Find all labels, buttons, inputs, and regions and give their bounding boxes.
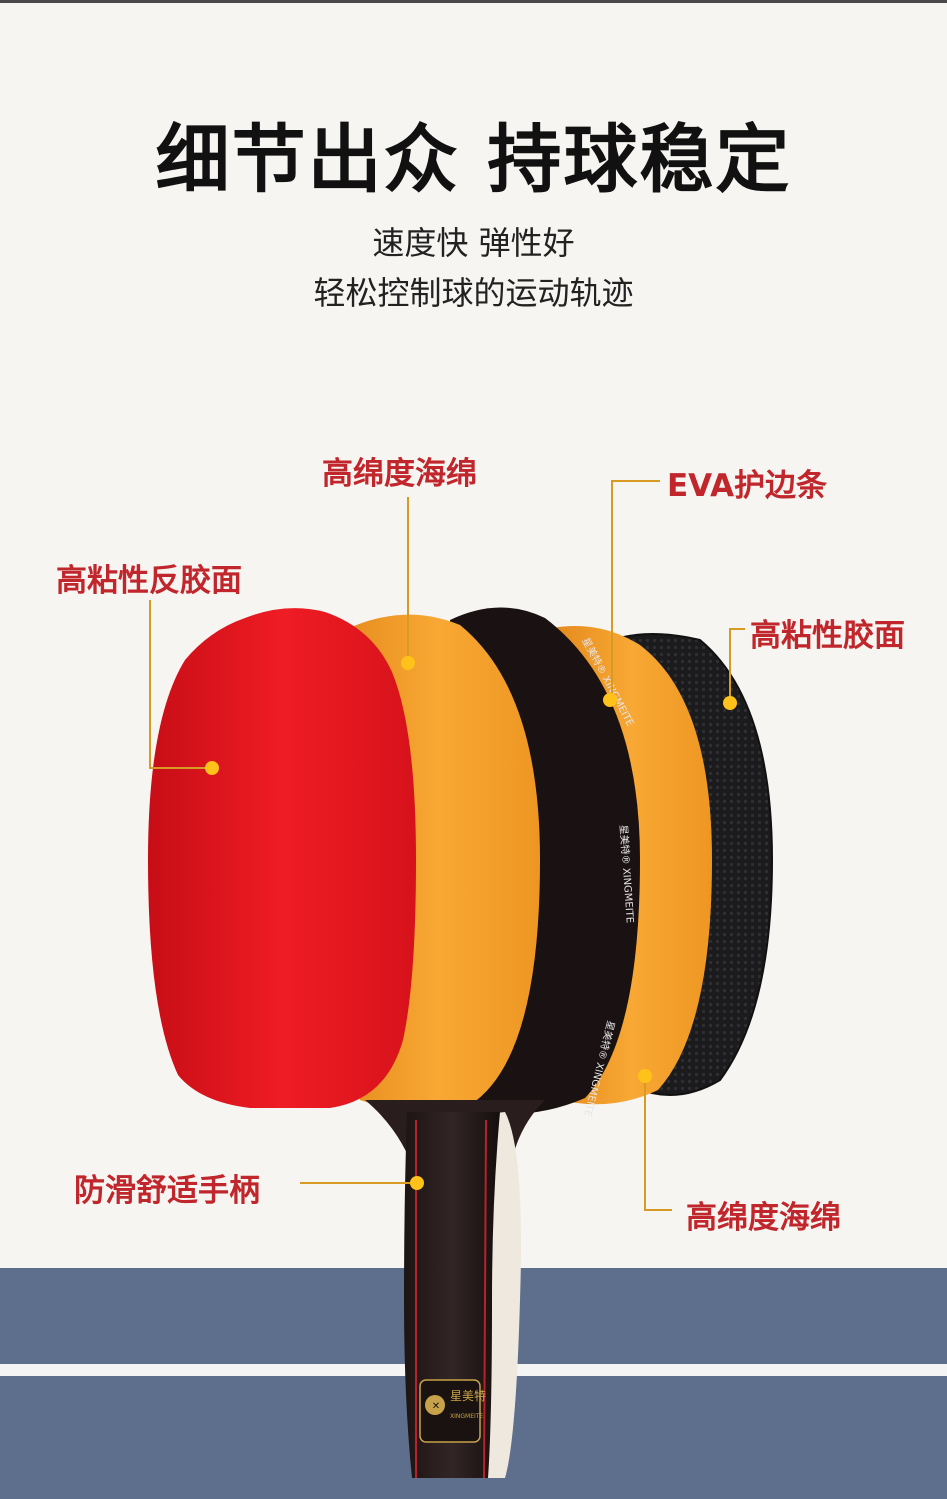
brand-name-en: XINGMEITE: [450, 1413, 483, 1420]
marker-dot-sponge-top: [401, 656, 415, 670]
marker-dot-handle: [410, 1176, 424, 1190]
label-high-density-sponge-bottom: 高绵度海绵: [686, 1200, 841, 1236]
top-border: [0, 0, 947, 3]
leader-eva-edge: [611, 480, 660, 700]
svg-text:✕: ✕: [432, 1401, 440, 1412]
marker-dot-reverse-rubber: [205, 761, 219, 775]
label-eva-edge-guard: EVA护边条: [667, 468, 828, 504]
leader-sponge-bottom: [644, 1076, 672, 1211]
subtitle-line-2: 轻松控制球的运动轨迹: [313, 274, 634, 312]
label-high-tack-reverse-rubber: 高粘性反胶面: [56, 563, 242, 599]
marker-dot-sponge-bottom: [638, 1069, 652, 1083]
marker-dot-rubber-back: [723, 696, 737, 710]
label-high-tack-rubber: 高粘性胶面: [750, 618, 905, 654]
marker-dot-eva-edge: [603, 693, 617, 707]
red-rubber-layer: [148, 608, 416, 1108]
handle: ✕ 星美特 XINGMEITE: [404, 1112, 521, 1479]
label-high-density-sponge-top: 高绵度海绵: [322, 456, 477, 492]
label-anti-slip-handle: 防滑舒适手柄: [74, 1173, 260, 1209]
subtitle-line-1: 速度快 弹性好: [372, 224, 575, 262]
marker-dots: [205, 656, 737, 1190]
brand-logo-icon: [425, 1395, 445, 1415]
leader-reverse-rubber: [149, 600, 212, 769]
headline: 细节出众 持球稳定: [155, 117, 792, 203]
leader-rubber-back: [729, 628, 745, 703]
leader-lines: [149, 480, 745, 1211]
brand-name-cn: 星美特: [450, 1388, 486, 1403]
